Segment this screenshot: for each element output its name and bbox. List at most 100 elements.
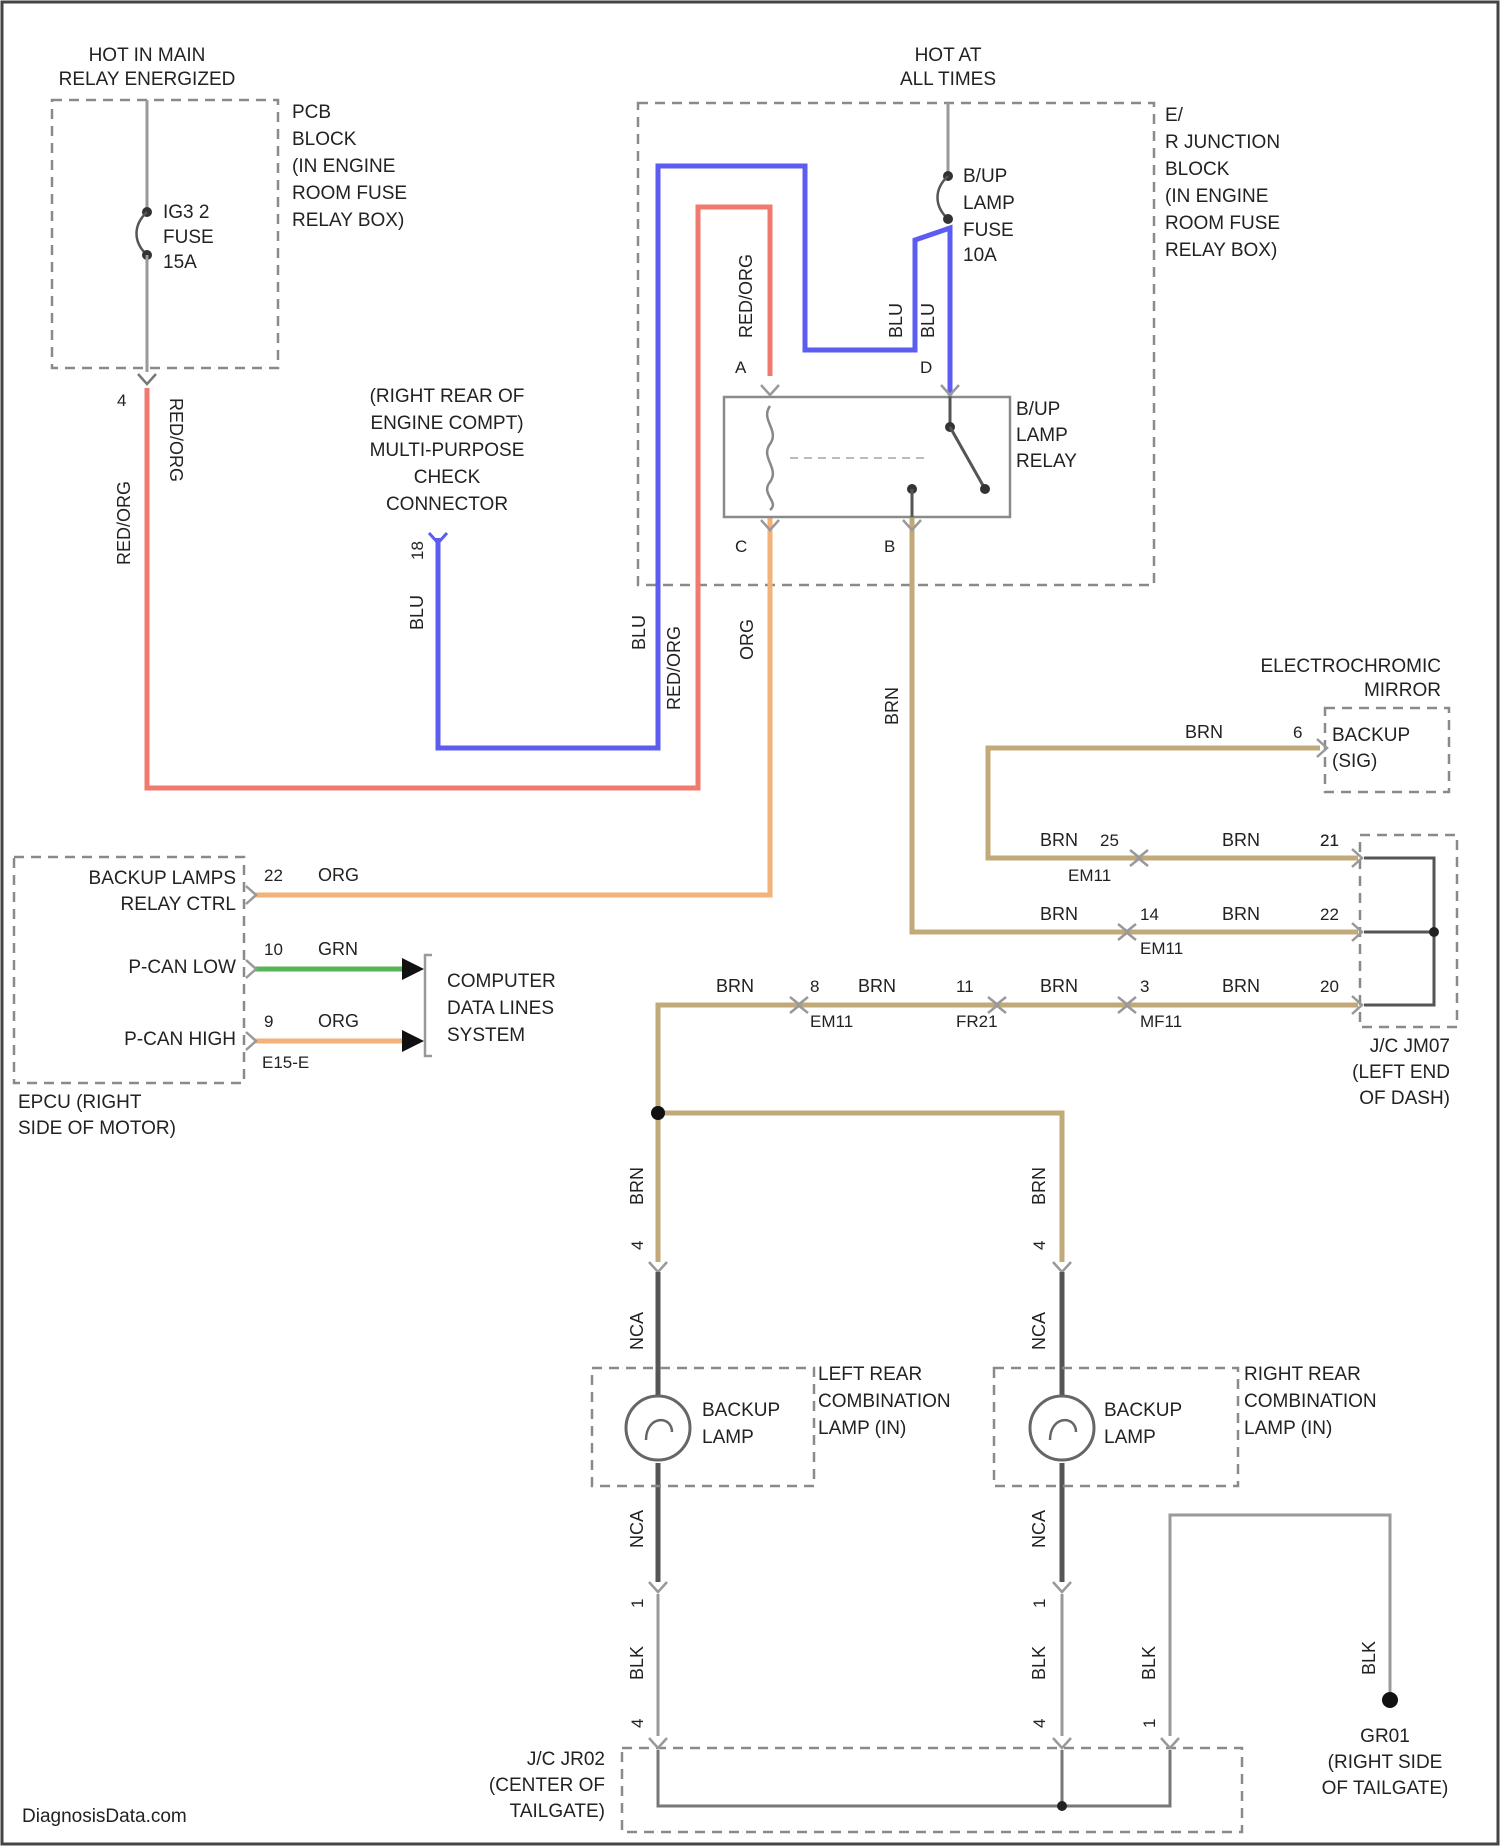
right-lamp-name-1: RIGHT REAR <box>1244 1364 1361 1385</box>
junction-fuse-line-1: B/UP <box>963 166 1007 187</box>
epcu-wire-grn: GRN <box>318 939 358 959</box>
connector-terminal-icon <box>1161 1738 1179 1748</box>
left-lamp-name-3: LAMP (IN) <box>818 1418 906 1439</box>
jc-jm07: 21 22 20 J/C JM07 (LEFT END OF DASH) <box>1320 831 1457 1109</box>
em11-label-2: EM11 <box>1140 939 1183 958</box>
junction-fuse-line-3: FUSE <box>963 220 1014 241</box>
jm07-name-line-1: J/C JM07 <box>1370 1036 1450 1057</box>
mirror-input-line-2: (SIG) <box>1332 751 1377 772</box>
relay-name-line-1: B/UP <box>1016 399 1060 420</box>
relay-pin-top-right: D <box>920 358 932 377</box>
epcu-connector-id: E15-E <box>262 1053 309 1072</box>
system-bracket <box>425 955 432 1056</box>
jr02-pin-mid: 4 <box>1030 1719 1049 1728</box>
em11-label-1: EM11 <box>1068 866 1111 885</box>
brn-wire-label: BRN <box>882 687 902 725</box>
connector-terminal-icon <box>246 886 256 904</box>
pcb-name-line-1: PCB <box>292 102 331 123</box>
mirror-wire-label: BRN <box>1185 722 1223 742</box>
org-relay-ctrl-wire <box>255 515 770 895</box>
epcu-row3-label: P-CAN HIGH <box>124 1029 236 1050</box>
ground-name-line-1: GR01 <box>1360 1726 1410 1747</box>
left-lamp-pin-bottom: 1 <box>628 1599 647 1608</box>
nca-right-lower-label: NCA <box>1029 1510 1049 1548</box>
watermark: DiagnosisData.com <box>22 1806 187 1827</box>
arrow-right-icon <box>402 958 424 980</box>
connector-terminal-icon <box>246 960 256 978</box>
connector-terminal-icon <box>1053 1738 1071 1748</box>
brn-label-d: BRN <box>1222 976 1260 996</box>
electrochromic-mirror: ELECTROCHROMIC MIRROR BRN 6 BACKUP (SIG) <box>1185 656 1449 792</box>
bulb-icon <box>1030 1396 1094 1460</box>
arrow-right-icon <box>402 1030 424 1052</box>
left-lamp-pin-top: 4 <box>628 1241 647 1250</box>
jm07-name-line-2: (LEFT END <box>1352 1062 1450 1083</box>
jc-jr02-bus <box>658 1750 1170 1806</box>
splice-dot-icon <box>1429 927 1439 937</box>
pcb-block: HOT IN MAIN RELAY ENERGIZED PCB BLOCK (I… <box>52 45 407 565</box>
red-org-wire-label: RED/ORG <box>114 481 134 565</box>
jm07-pin-22: 22 <box>1320 905 1339 924</box>
pcb-wire-label: RED/ORG <box>166 398 186 482</box>
check-connector: (RIGHT REAR OF ENGINE COMPT) MULTI-PURPO… <box>370 386 525 630</box>
blk-ground-wire <box>1170 1515 1390 1736</box>
junction-fuse-line-2: LAMP <box>963 193 1015 214</box>
epcu-row2-label: P-CAN LOW <box>128 957 236 978</box>
junction-name-line-1: E/ <box>1165 105 1184 126</box>
pcb-fuse-line-3: 15A <box>163 252 197 273</box>
connector-terminal-icon <box>649 1262 667 1272</box>
right-lamp-pin-bottom: 1 <box>1030 1599 1049 1608</box>
pcb-caption-line-2: RELAY ENERGIZED <box>59 69 236 90</box>
mirror-name-line-1: ELECTROCHROMIC <box>1260 656 1441 677</box>
bulb-icon <box>626 1396 690 1460</box>
nca-left-upper-label: NCA <box>627 1312 647 1350</box>
connector-terminal-icon <box>138 374 156 384</box>
computer-data-lines-line-1: COMPUTER <box>447 971 556 992</box>
brn-label-14: BRN <box>1040 904 1078 924</box>
right-lamp-label-1: BACKUP <box>1104 1400 1182 1421</box>
mirror-pin: 6 <box>1293 723 1302 742</box>
pin-8: 8 <box>810 977 819 996</box>
pcb-pin: 4 <box>117 391 126 410</box>
junction-fuse-line-4: 10A <box>963 245 997 266</box>
computer-data-lines-line-3: SYSTEM <box>447 1025 525 1046</box>
left-lamp-label-1: BACKUP <box>702 1400 780 1421</box>
check-connector-line-2: ENGINE COMPT) <box>370 413 523 434</box>
check-connector-line-5: CONNECTOR <box>386 494 508 515</box>
brn-label-14b: BRN <box>1222 904 1260 924</box>
ground-point-icon <box>1382 1692 1398 1708</box>
jr02-pin-right: 1 <box>1140 1719 1159 1728</box>
ground-name-line-2: (RIGHT SIDE <box>1328 1752 1443 1773</box>
connector-terminal-icon <box>1053 1582 1071 1592</box>
nca-left-lower-label: NCA <box>627 1510 647 1548</box>
pcb-fuse-line-1: IG3 2 <box>163 202 209 223</box>
right-lamp-label-2: LAMP <box>1104 1427 1156 1448</box>
pcb-caption-line-1: HOT IN MAIN <box>89 45 206 66</box>
pin-21-top: 21 <box>1320 831 1339 850</box>
relay-pin-bottom-left: C <box>735 537 747 556</box>
brn-label-25b: BRN <box>1222 830 1260 850</box>
epcu-name-line-2: SIDE OF MOTOR) <box>18 1118 176 1139</box>
em11-label-3: EM11 <box>810 1012 853 1031</box>
splice-dot-icon <box>651 1106 665 1120</box>
epcu-name-line-1: EPCU (RIGHT <box>18 1092 142 1113</box>
pcb-name-line-2: BLOCK <box>292 129 357 150</box>
org-wire-label: ORG <box>737 619 757 660</box>
mirror-input-line-1: BACKUP <box>1332 725 1410 746</box>
pin-14: 14 <box>1140 905 1159 924</box>
brn-label-a: BRN <box>716 976 754 996</box>
blk-ground-label: BLK <box>1359 1641 1379 1675</box>
blk-right-label: BLK <box>1029 1646 1049 1680</box>
brn-right-drop-label: BRN <box>1029 1167 1049 1205</box>
connector-terminal-icon <box>246 1032 256 1050</box>
connector-terminal-icon <box>649 1738 667 1748</box>
relay-pin-top-left: A <box>735 358 747 377</box>
junction-name-line-6: RELAY BOX) <box>1165 240 1277 261</box>
epcu-row1-line-1: BACKUP LAMPS <box>89 868 236 889</box>
fuse-terminal-icon <box>943 214 953 224</box>
relay-pin-bottom-right: B <box>884 537 895 556</box>
connector-terminal-icon <box>761 385 779 395</box>
red-org-wire-label-2: RED/ORG <box>664 626 684 710</box>
ground-gr01: GR01 (RIGHT SIDE OF TAILGATE) <box>1322 1692 1449 1799</box>
